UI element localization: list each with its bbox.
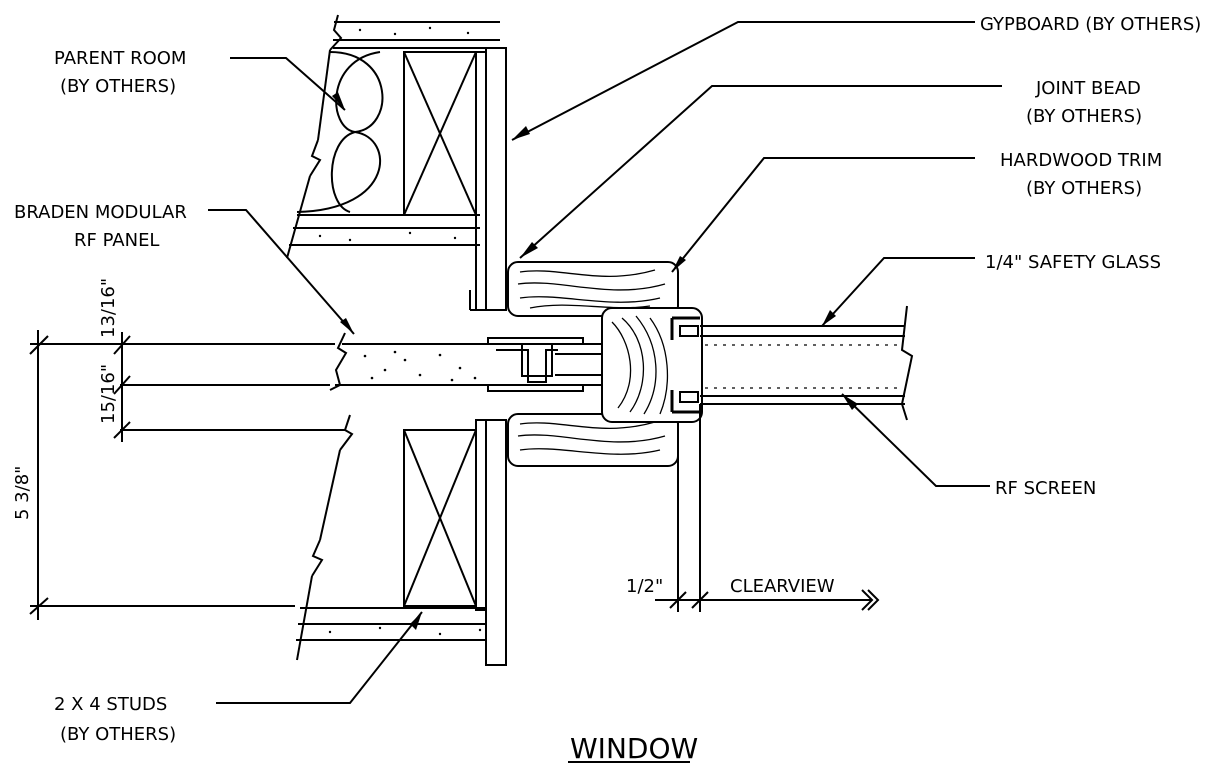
label-parent-room-line1: PARENT ROOM <box>54 48 186 69</box>
label-braden-line2: RF PANEL <box>74 230 159 251</box>
dim-13-16: 13/16" <box>98 278 119 338</box>
label-studs-line2: (BY OTHERS) <box>60 724 176 745</box>
label-braden-line1: BRADEN MODULAR <box>14 202 187 223</box>
joint-bead-channel <box>490 343 560 377</box>
glass-break <box>900 305 914 421</box>
label-rf-screen: RF SCREEN <box>995 478 1096 499</box>
dim-clearview: CLEARVIEW <box>730 576 835 597</box>
label-gypboard: GYPBOARD (BY OTHERS) <box>980 14 1201 35</box>
lower-wall <box>296 414 507 666</box>
callout-labels: GYPBOARD (BY OTHERS) PARENT ROOM (BY OTH… <box>14 14 1201 745</box>
gypboard-lower <box>485 419 507 666</box>
label-parent-room-line2: (BY OTHERS) <box>60 76 176 97</box>
label-safety-glass: 1/4" SAFETY GLASS <box>985 252 1161 273</box>
upper-wall-break-top <box>329 14 343 51</box>
clearview-arrow <box>861 589 874 611</box>
safety-glass <box>670 305 914 421</box>
rf-panel-speckles <box>363 350 477 382</box>
insulation-batt <box>296 51 384 213</box>
dim-1-2: 1/2" <box>626 576 663 597</box>
hardwood-trim <box>507 261 703 467</box>
upper-wall-break-mid <box>309 139 322 177</box>
label-hardwood-trim-line2: (BY OTHERS) <box>1026 178 1142 199</box>
drawing-title: WINDOW <box>570 732 698 765</box>
label-joint-bead-line1: JOINT BEAD <box>1035 78 1141 99</box>
gypboard-upper <box>485 47 507 311</box>
dim-5-3-8: 5 3/8" <box>12 466 33 520</box>
dim-15-16: 15/16" <box>98 364 119 424</box>
label-hardwood-trim-line1: HARDWOOD TRIM <box>1000 150 1162 171</box>
leaders <box>208 21 1002 704</box>
dimension-labels: 13/16" 15/16" 5 3/8" 1/2" CLEARVIEW <box>12 278 835 597</box>
lower-wall-break-top <box>339 414 354 451</box>
lower-plate-speckles <box>328 626 482 636</box>
upper-wall <box>286 14 507 311</box>
label-joint-bead-line2: (BY OTHERS) <box>1026 106 1142 127</box>
label-studs-line1: 2 X 4 STUDS <box>54 694 167 715</box>
lower-wall-break-mid <box>311 539 324 577</box>
dimensions <box>29 330 880 620</box>
rf-panel <box>329 332 605 392</box>
upper-plate-speckles <box>318 26 470 242</box>
